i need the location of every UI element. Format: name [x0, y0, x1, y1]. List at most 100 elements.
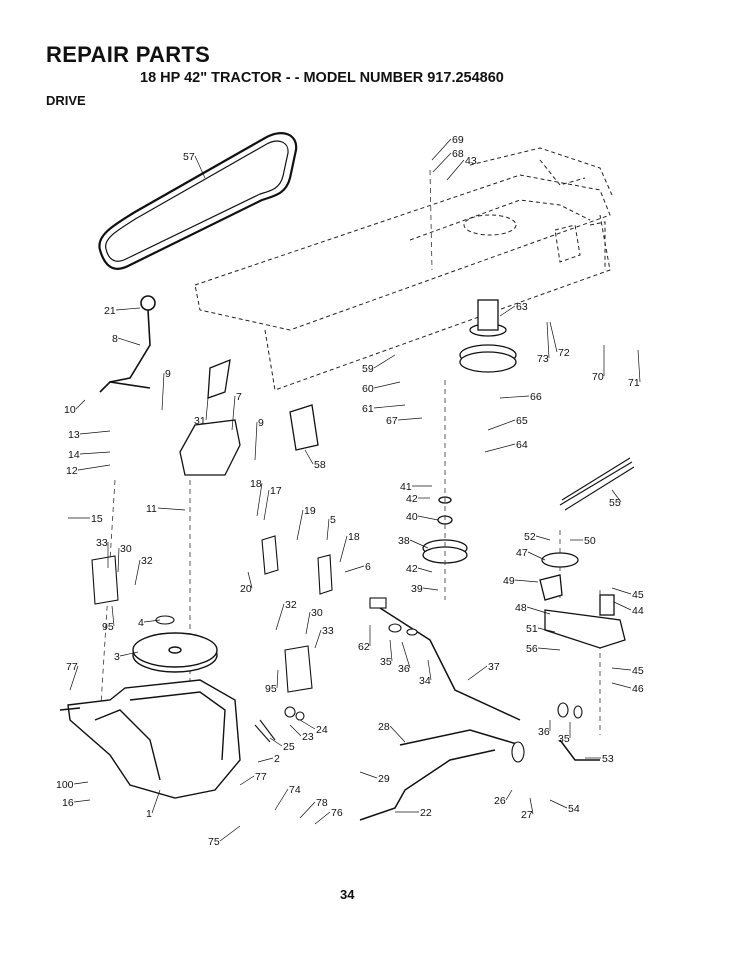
leader-line-49 — [514, 579, 539, 583]
page-number: 34 — [340, 887, 355, 902]
callout-45: 45 — [632, 665, 644, 677]
leader-line-59 — [373, 354, 396, 369]
leader-line-32 — [134, 559, 141, 586]
leader-line-2 — [257, 757, 274, 763]
transaxle — [59, 679, 241, 799]
leader-line-75 — [219, 825, 241, 842]
callout-62: 62 — [358, 641, 370, 653]
leader-line-51 — [537, 627, 556, 633]
callout-32: 32 — [141, 555, 153, 567]
callout-57: 57 — [183, 151, 195, 163]
leader-line-60 — [373, 381, 401, 389]
callout-32: 32 — [285, 599, 297, 611]
leader-line-9 — [161, 372, 165, 411]
callout-21: 21 — [104, 305, 116, 317]
leader-line-61 — [373, 404, 406, 409]
callout-29: 29 — [378, 773, 390, 785]
callout-26: 26 — [494, 795, 506, 807]
callout-44: 44 — [632, 605, 644, 617]
callout-30: 30 — [311, 607, 323, 619]
callout-40: 40 — [406, 511, 418, 523]
leader-line-46 — [611, 682, 632, 689]
callout-63: 63 — [516, 301, 528, 313]
leader-line-72 — [549, 321, 558, 353]
leader-line-52 — [535, 535, 551, 541]
leader-line-30 — [117, 547, 120, 573]
callout-34: 34 — [419, 675, 431, 687]
leader-line-28 — [389, 725, 406, 743]
callout-55: 55 — [609, 497, 621, 509]
leader-line-11 — [157, 507, 186, 511]
callout-10: 10 — [64, 404, 76, 416]
transaxle-pulley — [132, 632, 218, 673]
callout-78: 78 — [316, 797, 328, 809]
leader-line-77 — [239, 775, 255, 786]
callout-28: 28 — [378, 721, 390, 733]
leader-lines — [68, 138, 641, 842]
leader-line-13 — [79, 430, 111, 435]
callout-5: 5 — [330, 514, 336, 526]
callout-27: 27 — [521, 809, 533, 821]
callout-3: 3 — [114, 651, 120, 663]
callout-6: 6 — [365, 561, 371, 573]
leader-line-48 — [526, 606, 551, 615]
leader-line-31 — [205, 397, 209, 421]
callout-54: 54 — [568, 803, 580, 815]
callout-35: 35 — [380, 656, 392, 668]
chassis-frame — [194, 147, 613, 391]
leader-line-16 — [73, 799, 91, 803]
callout-74: 74 — [289, 784, 301, 796]
leader-line-56 — [537, 647, 561, 651]
leader-line-36 — [401, 641, 411, 669]
leader-line-64 — [484, 443, 516, 453]
callout-71: 71 — [628, 377, 640, 389]
leader-line-21 — [115, 307, 141, 311]
callout-47: 47 — [516, 547, 528, 559]
callout-76: 76 — [331, 807, 343, 819]
callout-69: 69 — [452, 134, 464, 146]
page-subtitle: 18 HP 42" TRACTOR - - MODEL NUMBER 917.2… — [140, 70, 504, 86]
callout-48: 48 — [515, 602, 527, 614]
idler-bracket — [539, 552, 626, 649]
leader-line-8 — [117, 337, 141, 346]
section-label: DRIVE — [46, 93, 86, 108]
leader-line-26 — [505, 789, 513, 801]
leader-line-43 — [446, 159, 465, 181]
leader-line-25 — [269, 737, 283, 747]
callout-9: 9 — [165, 368, 171, 380]
callout-72: 72 — [558, 347, 570, 359]
drive-belt — [98, 132, 298, 270]
leader-line-66 — [499, 395, 530, 399]
leader-line-57 — [194, 155, 206, 179]
callout-77: 77 — [255, 771, 267, 783]
leader-line-9 — [254, 421, 258, 461]
callout-41: 41 — [400, 481, 412, 493]
leader-line-27 — [529, 797, 534, 815]
leader-line-45 — [611, 587, 632, 595]
callout-36: 36 — [398, 663, 410, 675]
callout-58: 58 — [314, 459, 326, 471]
leader-line-38 — [409, 539, 429, 549]
leader-line-65 — [487, 419, 516, 431]
callout-60: 60 — [362, 383, 374, 395]
leader-line-95 — [276, 669, 279, 689]
leader-line-54 — [549, 799, 568, 809]
callout-18: 18 — [348, 531, 360, 543]
callout-13: 13 — [68, 429, 80, 441]
leader-line-30 — [305, 611, 311, 635]
leader-line-34 — [427, 659, 432, 681]
callout-20: 20 — [240, 583, 252, 595]
leader-line-71 — [637, 349, 641, 383]
callout-2: 2 — [274, 753, 280, 765]
leader-line-58 — [304, 449, 314, 465]
callout-100: 100 — [56, 779, 74, 791]
leader-line-69 — [431, 138, 452, 161]
idler-spring — [559, 457, 635, 511]
brackets — [179, 358, 319, 476]
leader-line-18 — [339, 535, 348, 563]
leader-line-20 — [247, 571, 253, 589]
leader-line-39 — [422, 587, 439, 591]
callout-65: 65 — [516, 415, 528, 427]
callout-68: 68 — [452, 148, 464, 160]
leader-line-14 — [79, 451, 111, 455]
